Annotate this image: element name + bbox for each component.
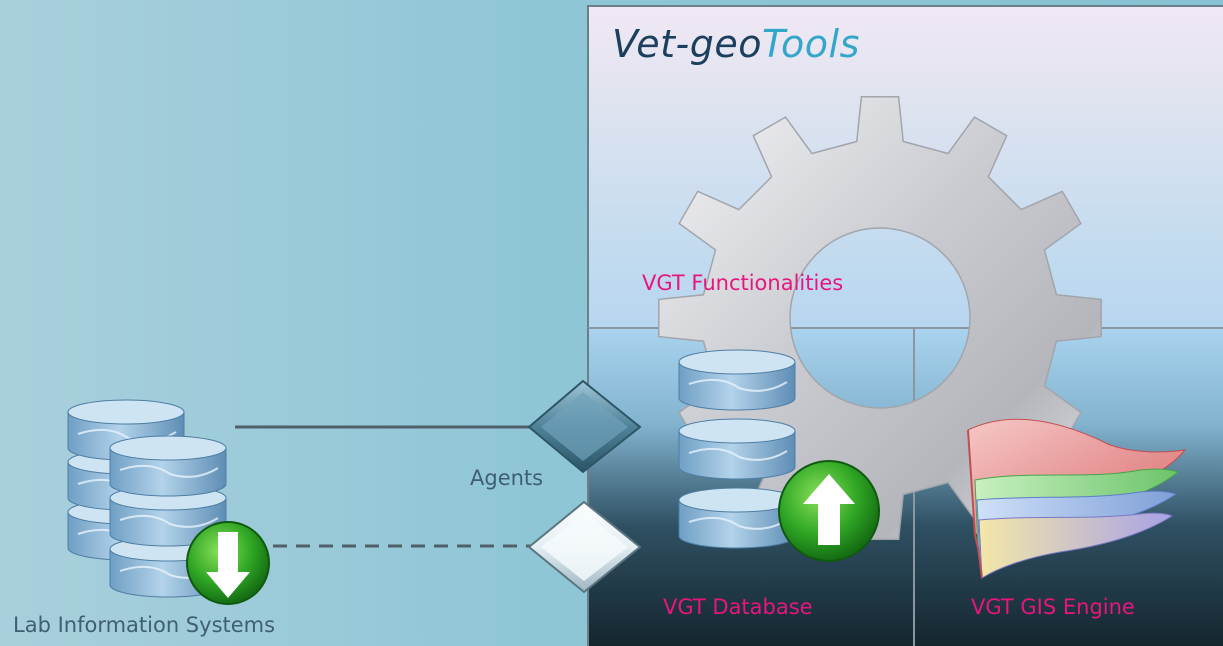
database-label: VGT Database xyxy=(663,595,813,619)
page-title: Vet-geoTools xyxy=(612,22,860,66)
database-icon xyxy=(678,349,796,549)
title-part-1: Vet-geo xyxy=(612,22,763,66)
agent-diamond-icon xyxy=(527,379,642,474)
agents-label: Agents xyxy=(470,466,544,490)
gis-engine-label: VGT GIS Engine xyxy=(971,595,1135,619)
download-icon xyxy=(186,521,270,605)
functionalities-label: VGT Functionalities xyxy=(642,271,844,295)
upload-icon xyxy=(778,460,880,562)
lab-systems-label: Lab Information Systems xyxy=(13,613,276,637)
agent-diamond-icon xyxy=(527,500,642,594)
map-layers-icon xyxy=(967,418,1187,579)
title-part-2: Tools xyxy=(762,22,860,66)
